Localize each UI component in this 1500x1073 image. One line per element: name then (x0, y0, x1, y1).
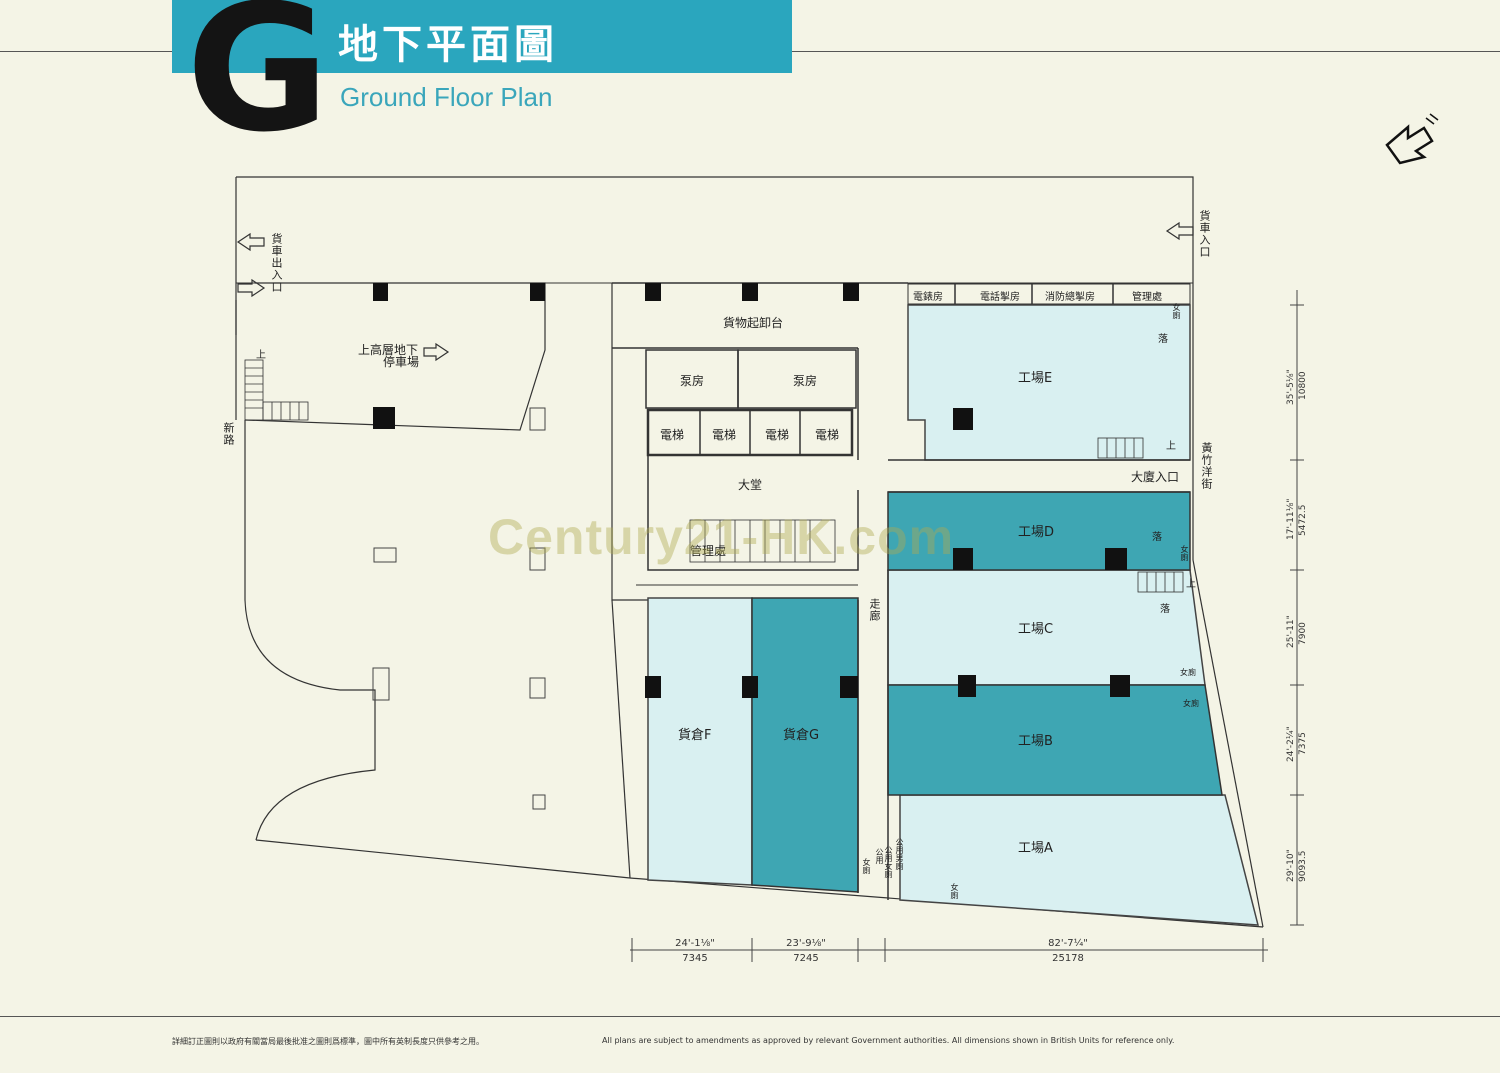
label-public-female-wc: 公用女廁 (884, 846, 893, 878)
label-female-wc-1: 女廁 (1172, 303, 1181, 319)
label-up-2: 上 (1166, 441, 1176, 452)
label-meter-room: 電錶房 (913, 292, 943, 303)
right-dimension-line (1290, 290, 1304, 926)
label-down-1: 落 (1158, 334, 1168, 345)
site-boundary (236, 176, 1194, 296)
footer-disclaimer-en: All plans are subject to amendments as a… (602, 1036, 1175, 1045)
label-down-3: 落 (1160, 604, 1170, 615)
footer-disclaimer-cn: 詳細訂正圖則以政府有關當局最後批准之圖則爲標準，圖中所有英制長度只供參考之用。 (172, 1037, 484, 1046)
label-upper-parking-2: 停車場 (383, 355, 420, 369)
dim-bottom-1-imperial: 24'-1⅛" (675, 938, 715, 949)
label-building-entrance: 大廈入口 (1131, 470, 1180, 484)
label-warehouse-g: 貨倉G (783, 728, 820, 743)
dim-right-2-metric: 5472.5 (1298, 504, 1308, 537)
label-lift-3: 電梯 (765, 428, 790, 442)
title-chinese: 地下平面圖 (338, 22, 558, 68)
dim-bottom-3-metric: 25178 (1052, 953, 1084, 964)
dim-bottom-2-imperial: 23'-9⅛" (786, 938, 826, 949)
label-truck-entry: 貨車入口 (1198, 210, 1211, 258)
dim-right-4-imperial: 24'-2¼" (1286, 726, 1296, 762)
dim-right-5-imperial: 29'-10" (1286, 849, 1296, 882)
floor-letter: G (186, 0, 330, 171)
workshop-a-area (899, 794, 1259, 926)
dim-bottom-1-metric: 7345 (682, 953, 708, 964)
label-public-wc: 公用 (875, 848, 884, 864)
north-arrow-icon (1385, 113, 1439, 165)
dim-right-4-metric: 7375 (1298, 732, 1308, 755)
label-street: 黃竹洋街 (1200, 442, 1213, 490)
label-fire-control-room: 消防總掣房 (1045, 292, 1095, 303)
label-mgmt-office: 管理處 (1132, 292, 1162, 303)
label-pump-room-2: 泵房 (793, 374, 818, 388)
warehouse-g-area (751, 597, 859, 893)
label-workshop-a: 工場A (1018, 841, 1053, 856)
dim-right-3-metric: 7900 (1298, 622, 1308, 645)
label-public-male-wc: 公用男廁 (895, 838, 904, 870)
title-english: Ground Floor Plan (340, 82, 553, 112)
structural-columns (373, 283, 1130, 698)
label-corridor: 走廊 (868, 598, 881, 622)
label-up-3: 上 (1186, 579, 1196, 590)
label-lift-1: 電梯 (660, 428, 685, 442)
header-rule-right (792, 51, 1500, 52)
dim-bottom-2-metric: 7245 (793, 953, 819, 964)
pump-room-2 (737, 349, 857, 409)
header-rule-left (0, 51, 172, 52)
label-workshop-e: 工場E (1018, 371, 1053, 386)
label-female-wc-3: 女廁 (1180, 668, 1196, 677)
footer-rule (0, 1016, 1500, 1017)
label-warehouse-f: 貨倉F (678, 728, 712, 743)
label-mgmt-office-lobby: 管理處 (690, 544, 727, 558)
label-loading-bay: 貨物起卸台 (723, 316, 784, 330)
label-lift-2: 電梯 (712, 428, 737, 442)
label-up-1: 上 (256, 350, 266, 361)
label-workshop-b: 工場B (1018, 734, 1053, 749)
label-new-road: 新路 (222, 422, 235, 446)
dim-right-2-imperial: 17'-11⅛" (1286, 498, 1296, 541)
label-female-wc-4: 女廁 (1183, 699, 1199, 708)
dim-right-1-imperial: 35'-5⅛" (1286, 369, 1296, 405)
label-female-wc-6: 女廁 (950, 883, 959, 899)
truck-arrows (236, 221, 1194, 362)
bottom-dimension-line (630, 938, 1268, 962)
dim-right-3-imperial: 25'-11" (1286, 615, 1296, 648)
label-female-wc-5: 女廁 (862, 858, 871, 874)
label-down-2: 落 (1152, 532, 1162, 543)
lobby-wall (647, 455, 859, 571)
label-workshop-d: 工場D (1018, 525, 1055, 540)
stairs (244, 359, 1184, 593)
workshop-b-area (887, 684, 1223, 796)
label-telephone-room: 電話掣房 (980, 292, 1020, 303)
title-banner (172, 0, 792, 73)
dim-right-5-metric: 9093.5 (1298, 850, 1308, 883)
watermark: Century21-HK.com (488, 509, 955, 565)
label-truck-exit-entry: 貨車出入口 (270, 233, 283, 293)
dim-right-1-metric: 10800 (1298, 371, 1308, 400)
dim-bottom-3-imperial: 82'-7¼" (1048, 938, 1088, 949)
label-workshop-c: 工場C (1018, 622, 1054, 637)
label-lobby: 大堂 (738, 478, 763, 492)
label-lift-4: 電梯 (815, 428, 840, 442)
label-female-wc-2: 女廁 (1180, 545, 1189, 561)
label-pump-room-1: 泵房 (680, 374, 705, 388)
label-upper-parking: 上高層地下 (358, 343, 419, 357)
